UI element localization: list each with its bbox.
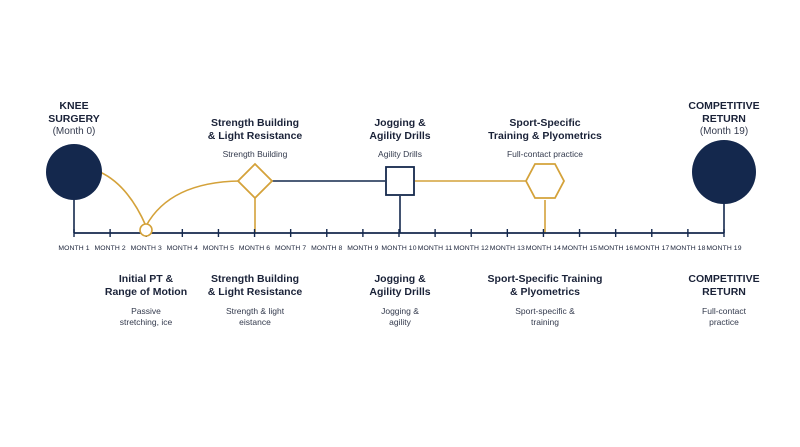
month-label-19: MONTH 19: [706, 245, 742, 252]
month-label-10: MONTH 10: [381, 245, 417, 252]
jogging-top-sub: Agility Drills: [378, 149, 422, 160]
competitive-return-top-sub: (Month 19): [699, 126, 749, 138]
knee-surgery-marker: [46, 144, 102, 200]
sport-hexagon-marker: [524, 163, 566, 199]
month-label-4: MONTH 4: [166, 245, 198, 252]
knee-surgery-label: KNEE SURGERY (Month 0): [34, 100, 114, 139]
knee-surgery-title: KNEE SURGERY: [48, 100, 100, 126]
jogging-bottom-title: Jogging & Agility Drills: [369, 273, 431, 299]
jogging-top-label: Jogging & Agility Drills Agility Drills: [350, 117, 450, 160]
month-label-9: MONTH 9: [347, 245, 379, 252]
initial-pt-label: Initial PT & Range of Motion Passive str…: [96, 273, 196, 328]
competitive-return-top-label: COMPETITIVE RETURN (Month 19): [679, 100, 769, 139]
month-label-2: MONTH 2: [94, 245, 126, 252]
strength-bottom-sub: Strength & light eistance: [225, 306, 285, 327]
sport-top-label: Sport-Specific Training & Plyometrics Fu…: [475, 117, 615, 160]
strength-top-sub: Strength Building: [222, 149, 288, 160]
jogging-square-marker: [385, 166, 415, 196]
month-label-5: MONTH 5: [202, 245, 235, 252]
strength-diamond-marker: [236, 162, 274, 200]
month-label-14: MONTH 14: [525, 245, 562, 252]
sport-bottom-sub: Sport-specific & training: [515, 306, 575, 327]
month-label-7: MONTH 7: [275, 245, 307, 252]
month-label-16: MONTH 16: [598, 245, 634, 252]
competitive-return-marker: [692, 140, 756, 204]
month-label-1: MONTH 1: [58, 245, 90, 252]
strength-top-title: Strength Building & Light Resistance: [207, 117, 303, 143]
competitive-return-bottom-sub: Full-contact practice: [702, 306, 746, 327]
month-label-6: MONTH 6: [238, 245, 271, 252]
surgery-to-pt-connector: [99, 171, 147, 227]
month-label-11: MONTH 11: [417, 245, 453, 252]
month-label-17: MONTH 17: [634, 245, 670, 252]
strength-top-label: Strength Building & Light Resistance Str…: [195, 117, 315, 160]
sport-top-sub: Full-contact practice: [506, 149, 584, 160]
competitive-return-bottom-title: COMPETITIVE RETURN: [688, 273, 760, 299]
competitive-return-top-title: COMPETITIVE RETURN: [688, 100, 760, 126]
jogging-bottom-sub: Jogging & agility: [381, 306, 419, 327]
knee-surgery-sub: (Month 0): [52, 126, 96, 138]
strength-bottom-title: Strength Building & Light Resistance: [207, 273, 303, 299]
month-label-18: MONTH 18: [670, 245, 706, 252]
initial-pt-title: Initial PT & Range of Motion: [104, 273, 188, 299]
pt-to-strength-connector: [145, 180, 241, 227]
month-label-8: MONTH 8: [311, 245, 343, 252]
sport-bottom-title: Sport-Specific Training & Plyometrics: [487, 273, 603, 299]
month-label-3: MONTH 3: [130, 245, 162, 252]
strength-bottom-label: Strength Building & Light Resistance Str…: [195, 273, 315, 328]
sport-top-title: Sport-Specific Training & Plyometrics: [488, 117, 602, 143]
month-label-13: MONTH 13: [489, 245, 525, 252]
month-label-15: MONTH 15: [561, 245, 598, 252]
jogging-bottom-label: Jogging & Agility Drills Jogging & agili…: [350, 273, 450, 328]
jogging-top-title: Jogging & Agility Drills: [369, 117, 431, 143]
sport-bottom-label: Sport-Specific Training & Plyometrics Sp…: [475, 273, 615, 328]
initial-pt-marker: [139, 223, 153, 237]
competitive-return-bottom-label: COMPETITIVE RETURN Full-contact practice: [679, 273, 769, 328]
month-label-12: MONTH 12: [453, 245, 489, 252]
initial-pt-sub: Passive stretching, ice: [119, 306, 173, 327]
